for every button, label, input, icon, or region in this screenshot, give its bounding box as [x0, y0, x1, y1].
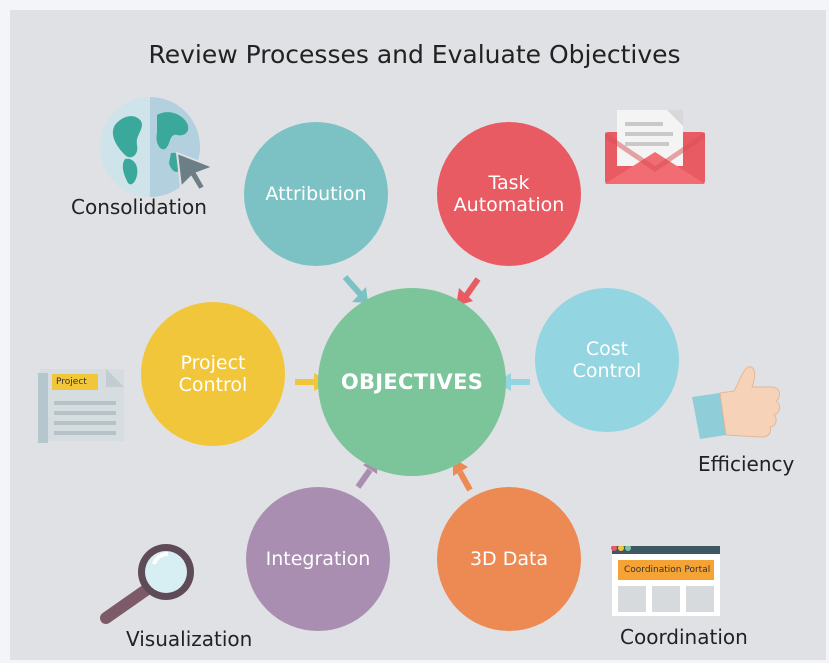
node-cost-control: Cost Control	[535, 288, 679, 432]
node-cost-control-label: Cost Control	[572, 338, 642, 382]
node-integration: Integration	[246, 487, 390, 631]
globe-cursor-icon	[100, 97, 216, 197]
node-project-control-label: Project Control	[178, 352, 248, 396]
node-3d-data-label: 3D Data	[469, 548, 549, 570]
diagram-title: Review Processes and Evaluate Objectives	[148, 40, 681, 69]
node-3d-data: 3D Data	[437, 487, 581, 631]
node-attribution: Attribution	[244, 122, 388, 266]
label-efficiency: Efficiency	[698, 452, 795, 476]
label-visualization: Visualization	[126, 627, 253, 651]
envelope-icon	[605, 110, 705, 184]
node-task-automation-label: Task Automation	[453, 172, 565, 216]
thumbs-up-icon	[692, 366, 781, 439]
magnifier-icon	[100, 544, 194, 624]
node-attribution-label: Attribution	[265, 183, 367, 205]
portal-banner: Coordination Portal	[618, 560, 714, 580]
arrow-attribution	[342, 275, 368, 303]
objectives-label: OBJECTIVES	[340, 370, 484, 394]
label-consolidation: Consolidation	[71, 195, 207, 219]
node-integration-label: Integration	[265, 548, 371, 570]
label-coordination: Coordination	[620, 625, 748, 649]
node-task-automation: Task Automation	[437, 122, 581, 266]
coordination-portal-icon: Coordination Portal	[610, 546, 722, 618]
node-project-control: Project Control	[141, 302, 285, 446]
objectives-circle: OBJECTIVES	[318, 288, 506, 476]
document-tag: Project	[52, 374, 98, 390]
project-document-icon: Project	[38, 365, 128, 443]
